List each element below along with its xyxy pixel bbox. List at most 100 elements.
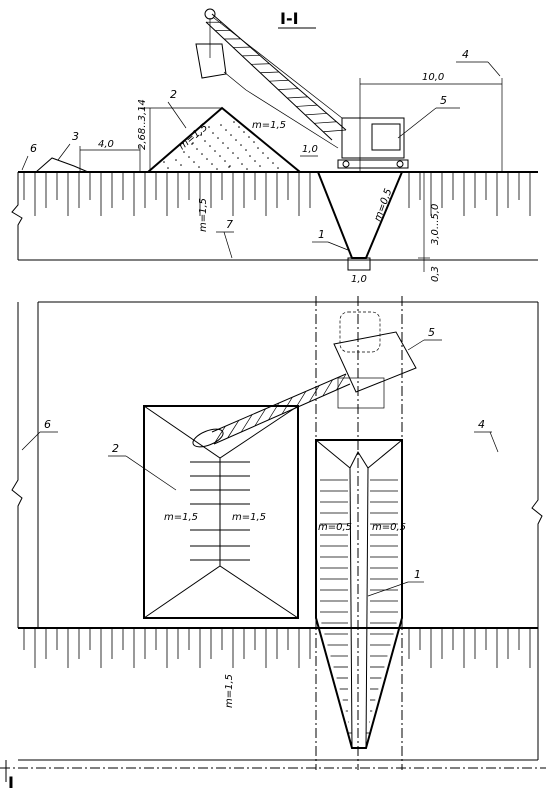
spoil-heap (147, 106, 301, 173)
stipple-dot (188, 156, 190, 158)
stipple-dot (198, 166, 200, 168)
section-view: I-I (11, 8, 538, 285)
stipple-dot (277, 167, 279, 169)
hatch-mark (240, 414, 253, 433)
stipple-dot (262, 152, 264, 154)
section-mark-label: I (8, 773, 14, 792)
hatch-mark (269, 79, 289, 82)
plan-callout-2: 2 (112, 442, 119, 455)
stipple-dot (248, 136, 250, 138)
callout-2: 2 (170, 88, 177, 101)
hatch-mark (268, 402, 280, 421)
stipple-dot (200, 134, 202, 136)
hatch-mark (260, 71, 280, 74)
ground-slope: m=1,5 (198, 198, 209, 232)
stipple-dot (220, 124, 222, 126)
callout-5: 5 (440, 94, 447, 107)
stipple-dot (224, 160, 226, 162)
stipple-dot (196, 148, 198, 150)
stipple-dot (233, 121, 235, 123)
hatch-mark (281, 397, 293, 415)
plan-callout-5: 5 (428, 326, 435, 339)
stipple-dot (253, 141, 255, 143)
hatch-mark (295, 391, 307, 409)
stipple-dot (222, 142, 224, 144)
stipple-dot (272, 162, 274, 164)
hatch-mark (296, 104, 318, 107)
stipple-dot (240, 144, 242, 146)
plan-ground-slope: m=1,5 (224, 674, 235, 708)
callout-1: 1 (318, 228, 325, 241)
stipple-dot (216, 168, 218, 170)
excavation-slope: m=0,5 (372, 187, 394, 223)
stipple-dot (249, 155, 251, 157)
spoil-slope-right: m=1,5 (252, 120, 286, 131)
plan-spoil-slope-right: m=1,5 (232, 512, 266, 523)
stipple-dot (175, 159, 177, 161)
stipple-dot (243, 131, 245, 133)
stipple-dot (232, 152, 234, 154)
stipple-dot (259, 165, 261, 167)
hatch-mark (305, 113, 327, 116)
stipple-dot (193, 161, 195, 163)
plan-left-break (11, 302, 23, 628)
stipple-dot (208, 126, 210, 128)
stipple-dot (167, 167, 169, 169)
depth-lower-dimension: 0,3 (430, 266, 441, 282)
hatch-mark (254, 408, 266, 427)
hatch-mark (278, 88, 299, 90)
section-mark: I (5, 760, 14, 792)
stipple-dot (204, 140, 206, 142)
plan-spoil-heap (143, 405, 299, 619)
hatch-mark (336, 373, 347, 391)
stipple-dot (191, 143, 193, 145)
hatch-mark (323, 129, 347, 133)
stipple-dot (217, 137, 219, 139)
stipple-dot (227, 147, 229, 149)
spoil-height-dimension: 2,68..3,14 (137, 99, 148, 150)
dragline-bucket (195, 43, 227, 79)
spoil-stipple (163, 121, 279, 170)
section-callouts: 6 3 2 4 5 7 1 (21, 48, 501, 259)
left-break-line (11, 172, 23, 260)
stipple-dot (225, 129, 227, 131)
stipple-dot (254, 160, 256, 162)
crane-boom (204, 8, 347, 141)
stipple-dot (267, 157, 269, 159)
hatch-mark (251, 63, 270, 65)
small-heap (35, 157, 89, 173)
plan-view: m=1,5 m=1,5 m=0,5 m=0,5 m=1,5 6 2 4 5 1 … (0, 296, 546, 792)
callout-6: 6 (30, 142, 37, 155)
stipple-dot (229, 165, 231, 167)
plan-trench-slope-right: m=0,5 (372, 522, 406, 533)
plan-callout-6: 6 (44, 418, 51, 431)
stipple-dot (163, 161, 165, 163)
spoil-distance-dimension: 4,0 (98, 139, 114, 150)
plan-spoil-slope-left: m=1,5 (164, 512, 198, 523)
plan-callout-1: 1 (414, 568, 421, 581)
stipple-dot (192, 142, 194, 144)
stipple-dot (212, 132, 214, 134)
plan-trench-slope-left: m=0,5 (318, 522, 352, 533)
stipple-dot (211, 163, 213, 165)
stipple-dot (245, 149, 247, 151)
callout-3: 3 (72, 130, 79, 143)
stipple-dot (180, 164, 182, 166)
plan-right-break (531, 302, 543, 760)
stipple-dot (235, 139, 237, 141)
hatch-mark (322, 379, 333, 397)
plan-soil-hatching (23, 628, 531, 668)
stipple-dot (230, 134, 232, 136)
callout-7: 7 (226, 218, 233, 231)
plan-trench (315, 439, 403, 749)
trench-bottom-box (347, 257, 371, 271)
excavation-profile (317, 171, 403, 259)
spoil-slope-left: m=1,5 (177, 122, 210, 152)
hatch-mark (227, 420, 240, 439)
stipple-dot (209, 145, 211, 147)
hatch-mark (287, 96, 308, 99)
stipple-dot (201, 153, 203, 155)
reach-dimension: 10,0 (422, 72, 444, 83)
stipple-dot (241, 163, 243, 165)
